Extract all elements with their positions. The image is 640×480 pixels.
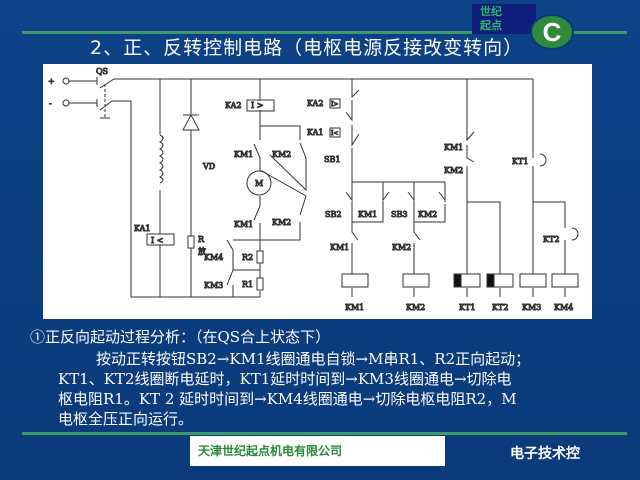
logo-box xyxy=(472,4,536,34)
km3-label: KM3 xyxy=(204,281,223,290)
ka1-label: KA1 xyxy=(134,224,151,233)
minus-label: - xyxy=(49,99,52,108)
ka1-contact-box: I< xyxy=(331,130,338,137)
km1-bot-label: KM1 xyxy=(234,220,253,229)
r-sub-label: 放 xyxy=(198,246,206,256)
vd-label: VD xyxy=(202,162,215,171)
analysis-line-2: KT1、KT2线圈断电延时，KT1延时时间到→KM3线圈通电→切除电 xyxy=(58,370,512,388)
logo-text-2: 起点 xyxy=(480,19,502,32)
analysis-line-4: 电枢全压正向运行。 xyxy=(58,410,194,428)
sb1-label: SB1 xyxy=(324,155,340,164)
ka1-contact-label: KA1 xyxy=(307,128,324,137)
sb2-label: SB2 xyxy=(325,210,341,219)
logo-c-icon: C xyxy=(530,14,574,50)
coil-label-km2: KM2 xyxy=(406,303,425,312)
sb3-label: SB3 xyxy=(391,210,407,219)
r2-label: R2 xyxy=(242,253,253,262)
diode-icon xyxy=(182,113,200,131)
coil-label-km3: KM3 xyxy=(522,303,541,312)
km1-top-label: KM1 xyxy=(234,150,253,159)
motor-label: M xyxy=(255,179,263,188)
coil-label-kt1: KT1 xyxy=(459,303,475,312)
km1-nc-label: KM1 xyxy=(444,143,463,152)
r1-label: R1 xyxy=(242,280,253,289)
coil-label-km1: KM1 xyxy=(345,303,364,312)
top-divider xyxy=(22,31,627,34)
km2-nc-label: KM2 xyxy=(444,166,463,175)
logo-text-1: 世纪 xyxy=(480,5,502,18)
kt1-contact-label: KT1 xyxy=(512,157,528,166)
plus-label: + xyxy=(48,77,55,86)
bottom-divider xyxy=(22,432,627,435)
inductor-icon xyxy=(159,134,164,184)
coil-label-kt2: KT2 xyxy=(492,303,508,312)
circuit-diagram: + - QS I < KA1 VD R 放 KA2 I > M KM1 KM2 … xyxy=(43,64,592,319)
slide-title: 2、正、反转控制电路（电枢电源反接改变转向） xyxy=(90,37,524,59)
r-label: R xyxy=(198,235,205,244)
km2-top-label: KM2 xyxy=(272,150,291,159)
kt2-contact-label: KT2 xyxy=(543,235,559,244)
coil-label-km4: KM4 xyxy=(554,303,573,312)
ka2-contact-label: KA2 xyxy=(307,99,324,108)
km1-interlock-label: KM1 xyxy=(330,243,349,252)
analysis-line-3: 枢电阻R1。KT 2 延时时间到→KM4线圈通电→切除电枢电阻R2，M xyxy=(58,390,517,408)
km4-label: KM4 xyxy=(204,253,223,262)
ka2-contact-box: I> xyxy=(331,101,338,108)
ka2-label: KA2 xyxy=(225,101,242,110)
time-delay-icon xyxy=(539,153,579,241)
ka1-box-label: I < xyxy=(151,236,163,245)
analysis-heading: ①正反向起动过程分析：（在QS合上状态下） xyxy=(30,328,331,346)
analysis-line-1: 按动正转按钮SB2→KM1线圈通电自锁→M串R1、R2正向起动； xyxy=(96,350,531,368)
qs-label: QS xyxy=(96,67,108,76)
km2-interlock-label: KM2 xyxy=(392,243,411,252)
watermark: 电子技术控 xyxy=(510,446,580,462)
ka2-box-label: I > xyxy=(251,101,263,110)
km1-self-label: KM1 xyxy=(358,210,377,219)
company-footer: 天津世纪起点机电有限公司 xyxy=(190,436,445,466)
km2-self-label: KM2 xyxy=(418,210,437,219)
km2-bot-label: KM2 xyxy=(272,218,291,227)
